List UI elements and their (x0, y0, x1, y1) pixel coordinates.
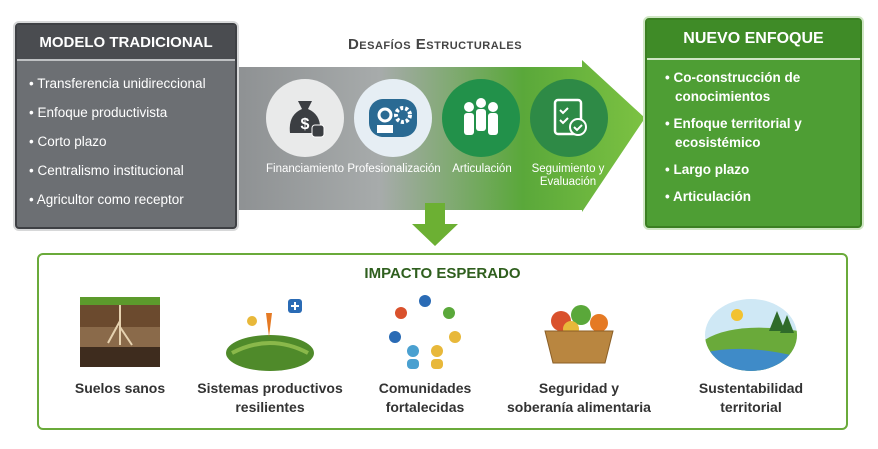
challenge-label: Seguimiento y Evaluación (531, 163, 605, 188)
community-icon (377, 291, 473, 371)
svg-text:$: $ (301, 116, 310, 133)
challenges-title: Desafíos Estructurales (347, 36, 523, 53)
new-approach-item: Largo plazo (665, 160, 860, 179)
challenge-label: Financiamiento (266, 163, 344, 175)
down-arrow (412, 203, 458, 246)
landscape-icon (703, 291, 799, 371)
new-approach-title: NUEVO ENFOQUE (647, 20, 860, 60)
impact-label: Sustentabilidad territorial (698, 380, 804, 415)
impact-label: Comunidades fortalecidas (378, 380, 472, 415)
impact-box: IMPACTO ESPERADO Suelos sanos Sistemas p… (37, 253, 848, 430)
impact-label: Suelos sanos (74, 380, 166, 396)
traditional-item: Centralismo institucional (29, 156, 235, 185)
traditional-item: Enfoque productivista (29, 98, 235, 127)
new-approach-box: NUEVO ENFOQUE Co-construcción de conocim… (645, 18, 862, 228)
challenge-label: Profesionalización (347, 163, 441, 175)
people-group-icon (442, 79, 520, 157)
traditional-title: MODELO TRADICIONAL (17, 25, 235, 61)
traditional-model-box: MODELO TRADICIONAL Transferencia unidire… (15, 23, 237, 229)
crops-icon (222, 291, 318, 371)
impact-item: Sustentabilidad territorial (676, 291, 826, 417)
money-bag-icon: $ (266, 79, 344, 157)
impact-item: Suelos sanos (45, 291, 195, 398)
traditional-item: Corto plazo (29, 127, 235, 156)
new-approach-item: Co-construcción de conocimientos (665, 68, 860, 106)
checklist-icon (530, 79, 608, 157)
challenge-label: Articulación (452, 163, 512, 175)
soil-icon (72, 291, 168, 371)
food-basket-icon (531, 291, 627, 371)
new-approach-item: Articulación (665, 187, 860, 206)
impact-item: Seguridad y soberanía alimentaria (504, 291, 654, 417)
professional-gear-icon (354, 79, 432, 157)
impact-item: Sistemas productivos resilientes (195, 291, 345, 417)
impact-title: IMPACTO ESPERADO (364, 265, 521, 282)
traditional-item: Agricultor como receptor (29, 185, 235, 214)
traditional-item: Transferencia unidireccional (29, 69, 235, 98)
impact-label: Seguridad y soberanía alimentaria (507, 380, 651, 415)
impact-item: Comunidades fortalecidas (350, 291, 500, 417)
new-approach-item: Enfoque territorial y ecosistémico (665, 114, 860, 152)
impact-label: Sistemas productivos resilientes (197, 380, 343, 415)
